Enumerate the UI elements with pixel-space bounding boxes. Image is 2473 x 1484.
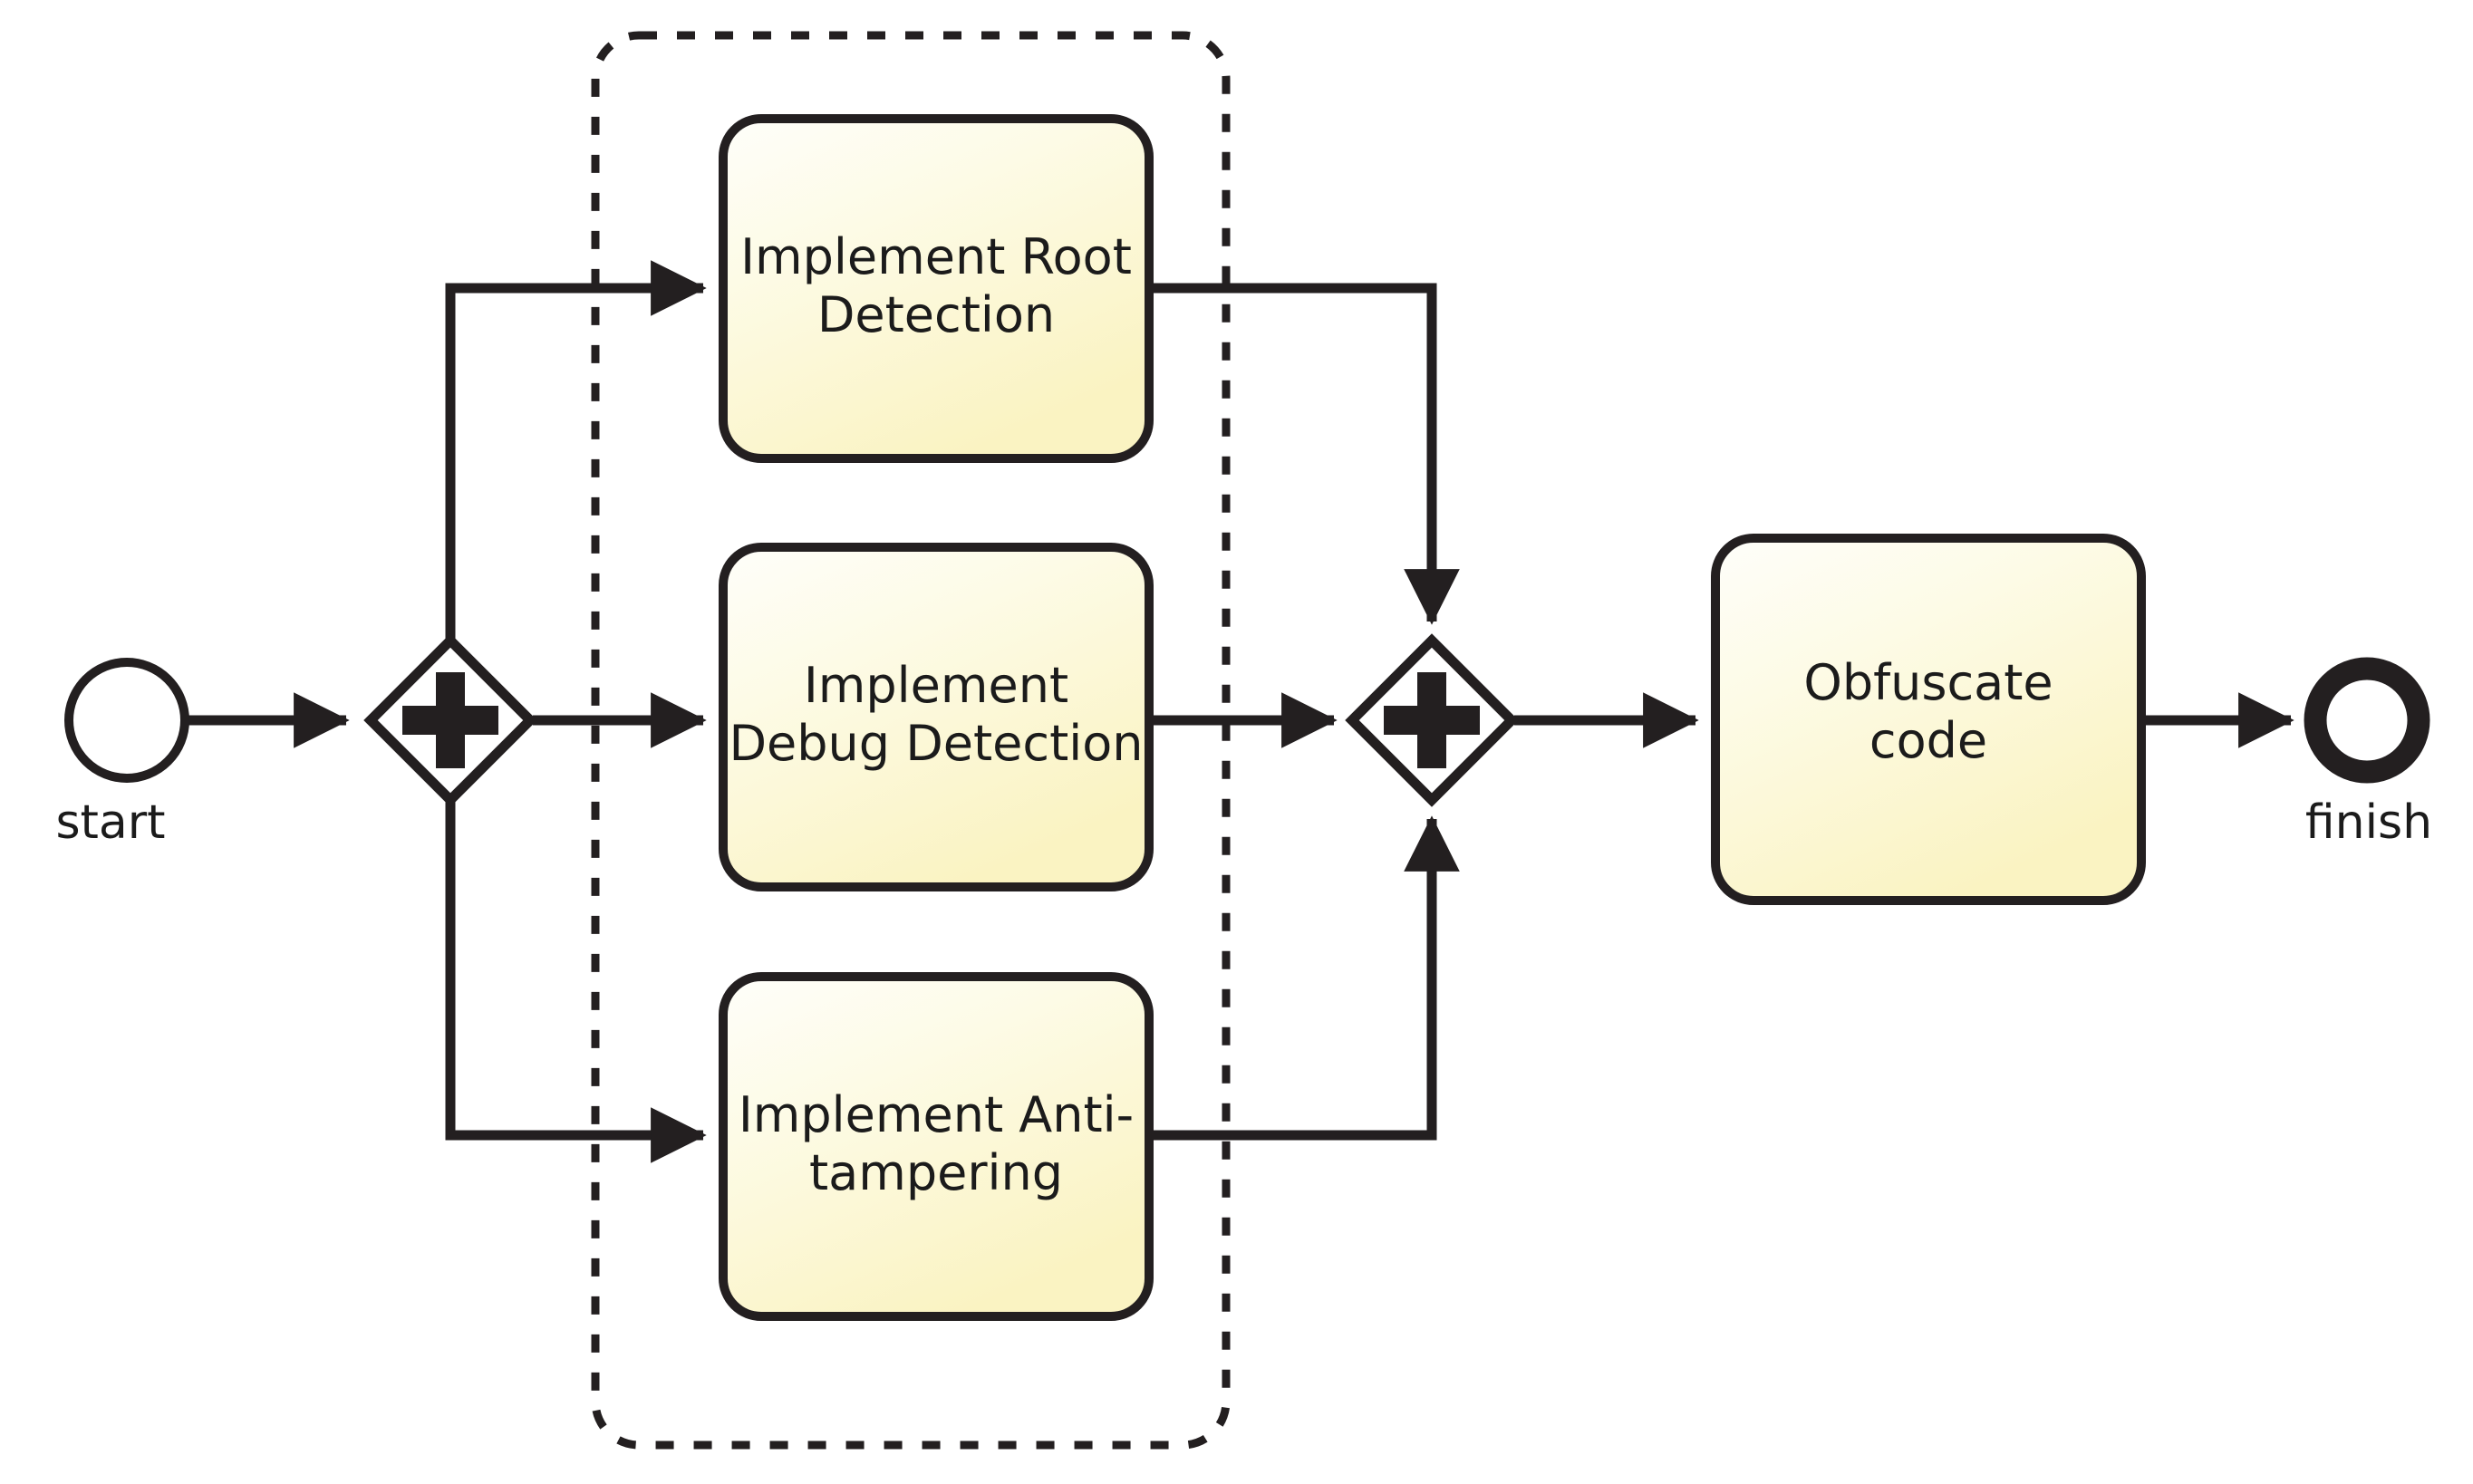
gateway-parallel-split[interactable] — [363, 633, 537, 807]
task-box — [719, 114, 1154, 463]
start-event-circle — [64, 658, 189, 783]
end-event-circle — [2304, 657, 2430, 784]
plus-icon — [1384, 672, 1480, 768]
flow-split-to-root — [445, 260, 707, 720]
start-event[interactable]: start — [55, 658, 189, 850]
task-implement-anti-tampering[interactable]: Implement Anti- tampering — [719, 972, 1154, 1321]
end-event[interactable]: finish — [2304, 657, 2432, 850]
start-event-label: start — [55, 795, 165, 850]
task-implement-debug-detection[interactable]: Implement Debug Detection — [719, 543, 1154, 891]
flow-split-to-anti — [445, 720, 707, 1163]
task-label-line-1: Implement — [804, 657, 1068, 714]
task-label-line-1: Obfuscate — [1803, 654, 2053, 711]
flow-anti-to-join — [1149, 815, 1460, 1141]
task-label-line-1: Implement Anti- — [739, 1086, 1134, 1143]
end-event-label: finish — [2305, 795, 2432, 850]
task-label-line-2: Debug Detection — [729, 715, 1143, 772]
task-label-line-2: Detection — [817, 286, 1055, 343]
subprocess-boundary — [591, 31, 1231, 1450]
task-box — [719, 543, 1154, 891]
task-label-line-2: tampering — [809, 1144, 1063, 1201]
task-box — [1711, 534, 2146, 905]
task-box — [719, 972, 1154, 1321]
gateway-parallel-join[interactable] — [1345, 633, 1519, 807]
task-label-line-1: Implement Root — [740, 228, 1132, 285]
task-implement-root-detection[interactable]: Implement Root Detection — [719, 114, 1154, 463]
flow-root-to-join — [1149, 283, 1460, 625]
plus-icon — [402, 672, 498, 768]
task-label-line-2: code — [1869, 712, 1987, 769]
task-obfuscate-code[interactable]: Obfuscate code — [1711, 534, 2146, 905]
